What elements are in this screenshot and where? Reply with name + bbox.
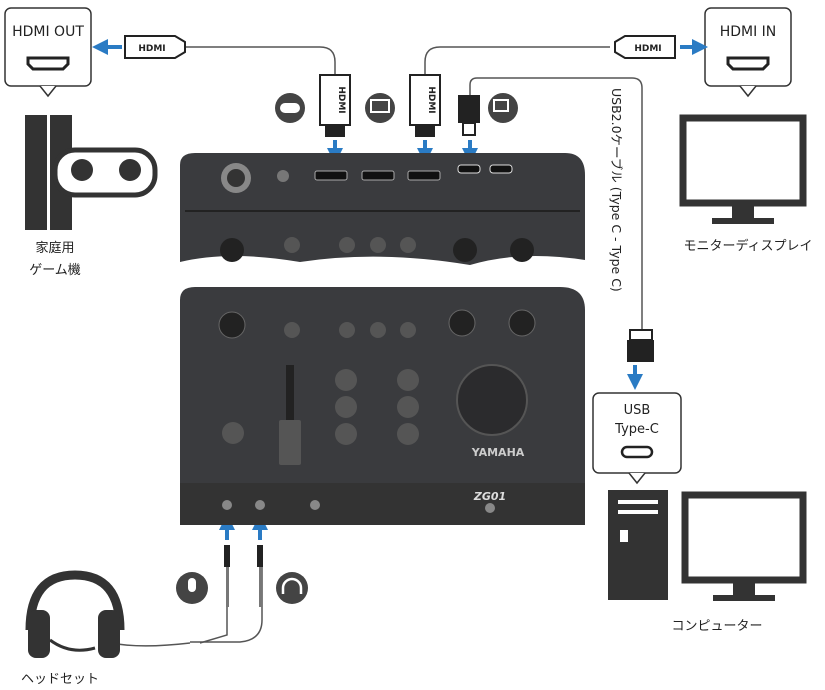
- svg-text:USB: USB: [624, 403, 651, 418]
- svg-text:HDMI OUT: HDMI OUT: [12, 24, 84, 40]
- usb-c-plug-computer: [627, 329, 654, 362]
- fader-knob: [279, 420, 301, 465]
- computer-label: コンピューター: [671, 619, 762, 634]
- svg-text:HDMI: HDMI: [426, 86, 436, 113]
- hdmi-plug-vertical-monitor: HDMI: [409, 74, 441, 137]
- microphone-badge-icon: [176, 572, 208, 604]
- svg-text:HDMI: HDMI: [336, 86, 346, 113]
- zg01-top-view: YAMAHA ZG01: [180, 287, 585, 525]
- usb-type-c-callout: USB Type-C: [592, 392, 682, 485]
- svg-text:HDMI IN: HDMI IN: [720, 24, 777, 40]
- monitor-label: モニターディスプレイ: [683, 238, 812, 254]
- gamepad-badge-icon: [275, 93, 305, 123]
- hdmi-out-callout: HDMI OUT: [4, 7, 92, 98]
- computer-icon: [608, 490, 807, 601]
- model-logo: ZG01: [473, 490, 506, 503]
- volume-dial: [456, 364, 528, 436]
- game-console-icon: [25, 115, 158, 230]
- svg-text:HDMI: HDMI: [138, 44, 165, 54]
- brand-logo: YAMAHA: [471, 446, 525, 459]
- hdmi-port-icon: [26, 56, 70, 71]
- audio-jacks: [224, 545, 263, 607]
- svg-text:Type-C: Type-C: [614, 422, 659, 437]
- headphone-badge-icon: [276, 572, 308, 604]
- zg01-rear-view: [180, 153, 585, 265]
- hdmi-plug-horizontal-left: HDMI: [124, 35, 186, 59]
- hdmi-port-icon: [726, 56, 770, 71]
- hdmi-plug-horizontal-right: HDMI: [614, 35, 676, 59]
- headset-icon: [25, 570, 125, 658]
- usb-c-plug-device: [458, 95, 480, 136]
- game-console-label-2: ゲーム機: [29, 263, 81, 278]
- usb-c-port-icon: [620, 445, 654, 459]
- monitor-display-icon: [679, 114, 807, 224]
- monitor-badge-icon: [365, 93, 395, 123]
- game-console-label-1: 家庭用: [35, 240, 74, 256]
- headset-label: ヘッドセット: [21, 672, 99, 687]
- svg-text:HDMI: HDMI: [634, 44, 661, 54]
- hdmi-in-callout: HDMI IN: [704, 7, 792, 98]
- hdmi-plug-vertical-game: HDMI: [319, 74, 351, 137]
- pc-badge-icon: [488, 93, 518, 123]
- usb-cable-label: USB2.0ケーブル (Type C - Type C): [609, 88, 624, 292]
